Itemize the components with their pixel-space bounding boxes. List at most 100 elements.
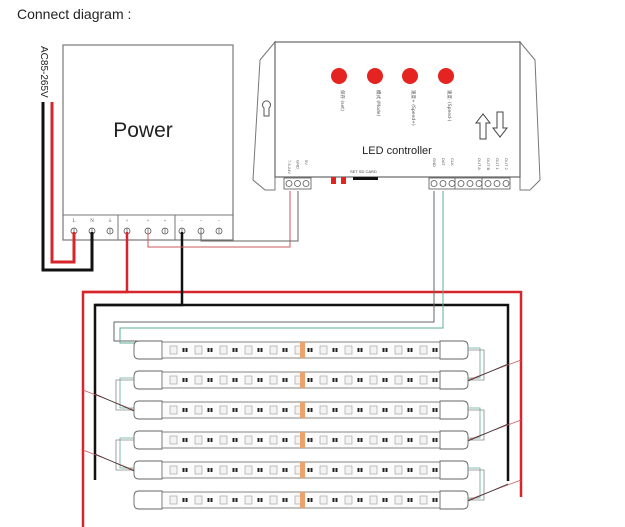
strip-connector [439,430,469,450]
controller-power-terminal[interactable]: 5V [302,160,310,187]
led-strip [82,370,469,412]
sd-card-slot[interactable] [353,177,378,180]
psu-terminal-label: - [200,219,202,224]
controller-button-mode[interactable]: 模式 (Mode) [367,68,383,116]
led-indicator-2 [341,177,346,184]
psu-terminal-label: - [181,219,183,224]
led-chip [269,495,278,505]
led-chip [269,375,278,385]
led-strip [82,430,469,472]
dc-negative-bus-right [95,303,510,481]
controller-power-terminal[interactable]: GND [294,160,301,187]
controller-output-terminal[interactable] [466,180,474,187]
led-chip [419,435,428,445]
terminal-label: 5V [304,160,309,165]
ac-neutral-wire [41,102,94,272]
controller-output-terminal[interactable]: OUT 1 [493,158,501,187]
led-chip [394,405,403,415]
terminal-label: CLK [450,158,455,166]
strip-connector [439,400,469,420]
terminal-label: OUT 1 [495,158,500,170]
led-chip [394,345,403,355]
controller-output-terminal[interactable]: OUT B [484,158,492,187]
psu-terminal-label: L [72,219,75,224]
led-chip [319,465,328,475]
controller-output-terminal[interactable]: OUT 2 [502,158,510,187]
terminal-label: GND [296,160,301,169]
controller-button-set[interactable]: 保存 (set) [331,68,347,111]
mount-hole-icon [262,100,271,117]
led-chip [194,435,203,445]
led-chip [369,345,378,355]
psu-terminal[interactable]: + [161,219,169,235]
led-chip [244,435,253,445]
led-chip [419,405,428,415]
led-chip [344,345,353,355]
terminal-label: OUT 2 [504,158,509,170]
controller-button-speed[interactable]: 速度- (Speed-) [438,68,454,122]
sd-card-label: SET SD CARD [350,169,377,174]
terminal-label: GND [432,158,437,167]
ac-live-wire [50,102,76,264]
led-chip [244,495,253,505]
controller-output-terminal[interactable] [457,180,465,187]
diagram-title: Connect diagram : [17,6,132,22]
controller-output-terminal[interactable]: CLK [448,158,456,187]
strip-connector [133,490,163,510]
psu-terminal-label: ⏚ [107,217,112,224]
controller-button-label: 模式 (Mode) [375,90,382,116]
signal-data-wire [119,191,444,344]
led-chip [269,465,278,475]
psu-terminal[interactable]: - [215,219,223,235]
led-chip [219,465,228,475]
ac-voltage-label: AC85-265V [38,46,49,98]
led-chip [319,435,328,445]
cut-mark [300,492,305,508]
led-chip [219,405,228,415]
dc-positive-bus-right [83,290,523,497]
psu-terminal-label: + [147,219,150,224]
led-chip [219,345,228,355]
led-chip [419,465,428,475]
controller-power-terminal[interactable]: 7.5-24V [285,160,293,187]
psu-terminal[interactable]: - [197,219,205,235]
led-strip [133,400,522,442]
led-chip [169,375,178,385]
strip-connector [439,340,469,360]
cut-mark [300,372,305,388]
led-chip [269,435,278,445]
controller-gnd-wire [200,191,299,242]
controller-output-terminal[interactable]: OUT A [475,158,483,187]
strip-connector [133,370,163,390]
led-chip [369,435,378,445]
led-chip [219,435,228,445]
led-chip [194,495,203,505]
strip-connector [439,370,469,390]
controller-output-terminal[interactable]: DAT [439,158,447,187]
led-chip [394,495,403,505]
controller-output-terminal[interactable]: GND [430,158,438,187]
led-chip [194,465,203,475]
led-chip [394,435,403,445]
terminal-label: OUT B [486,158,491,170]
led-strip [133,490,469,510]
controller-pos-wire [147,191,291,248]
cut-mark [300,402,305,418]
led-chip [194,375,203,385]
led-chip [369,405,378,415]
led-strip [133,340,522,382]
down-arrow-icon [491,111,509,138]
led-chip [419,345,428,355]
terminal-label: OUT A [477,158,482,170]
led-chip [244,465,253,475]
controller-button-label: 保存 (set) [339,90,346,111]
controller-button-speed[interactable]: 速度+ (Speed+) [402,68,418,126]
led-chip [419,495,428,505]
psu-terminal[interactable]: ⏚ [106,217,114,235]
led-chip [344,405,353,415]
strip-connector [439,490,469,510]
strip-connector [439,460,469,480]
strip-connector [133,400,163,420]
cut-mark [300,342,305,358]
